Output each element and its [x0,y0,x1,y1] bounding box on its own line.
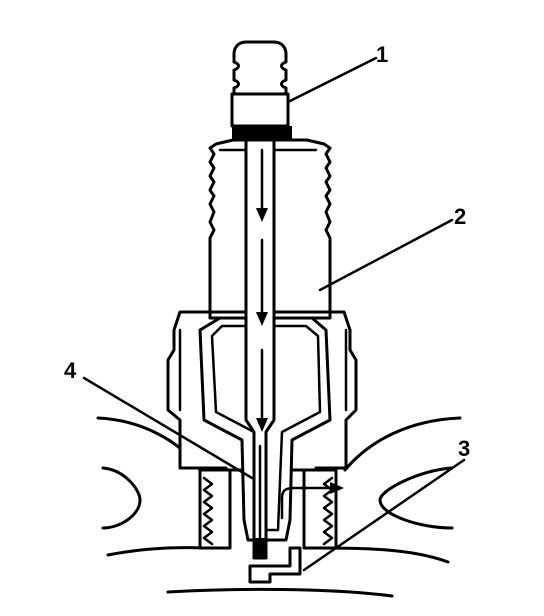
callout-2: 2 [454,204,466,229]
terminal-nut [230,40,292,140]
callout-3: 3 [458,436,470,461]
leader-2 [318,218,454,292]
leader-1 [286,56,378,104]
ground-electrode [248,546,302,584]
leader-4 [82,376,254,480]
callout-4: 4 [64,358,77,383]
callout-1: 1 [376,42,388,67]
callout-leaders [82,56,466,572]
heat-flow-arrows [254,148,344,552]
leader-3 [302,458,466,572]
